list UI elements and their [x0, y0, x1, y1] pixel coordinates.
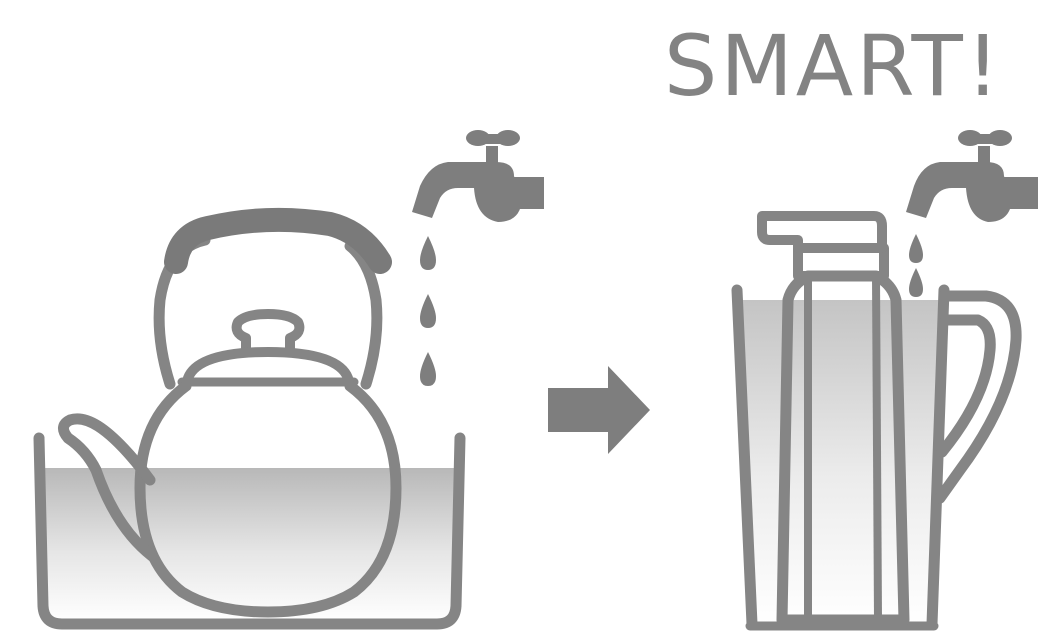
kettle-lid [188, 352, 348, 378]
water-drop [420, 294, 436, 328]
faucet-valve-stem [978, 146, 990, 168]
faucet-icon [412, 130, 544, 222]
water-drop [420, 352, 436, 386]
pitcher-water [742, 300, 940, 624]
bottle-panel-right [876, 276, 878, 620]
water-drops-right [909, 234, 923, 297]
faucet-handle-bar [970, 134, 1000, 144]
kettle-lid-knob [237, 314, 300, 352]
water-drop [420, 236, 436, 270]
water-drop [909, 234, 923, 263]
bottle-cap [762, 216, 882, 248]
faucet-icon [906, 130, 1038, 222]
faucet-valve-stem [486, 146, 498, 168]
faucet-body [906, 162, 1012, 222]
faucet-handle-bar [478, 134, 508, 144]
right-scene [737, 130, 1038, 626]
arrow-right-icon [548, 366, 650, 454]
water-drops-left [420, 236, 436, 386]
faucet-body [412, 162, 522, 222]
left-scene [39, 130, 544, 624]
water-drop [909, 268, 923, 297]
